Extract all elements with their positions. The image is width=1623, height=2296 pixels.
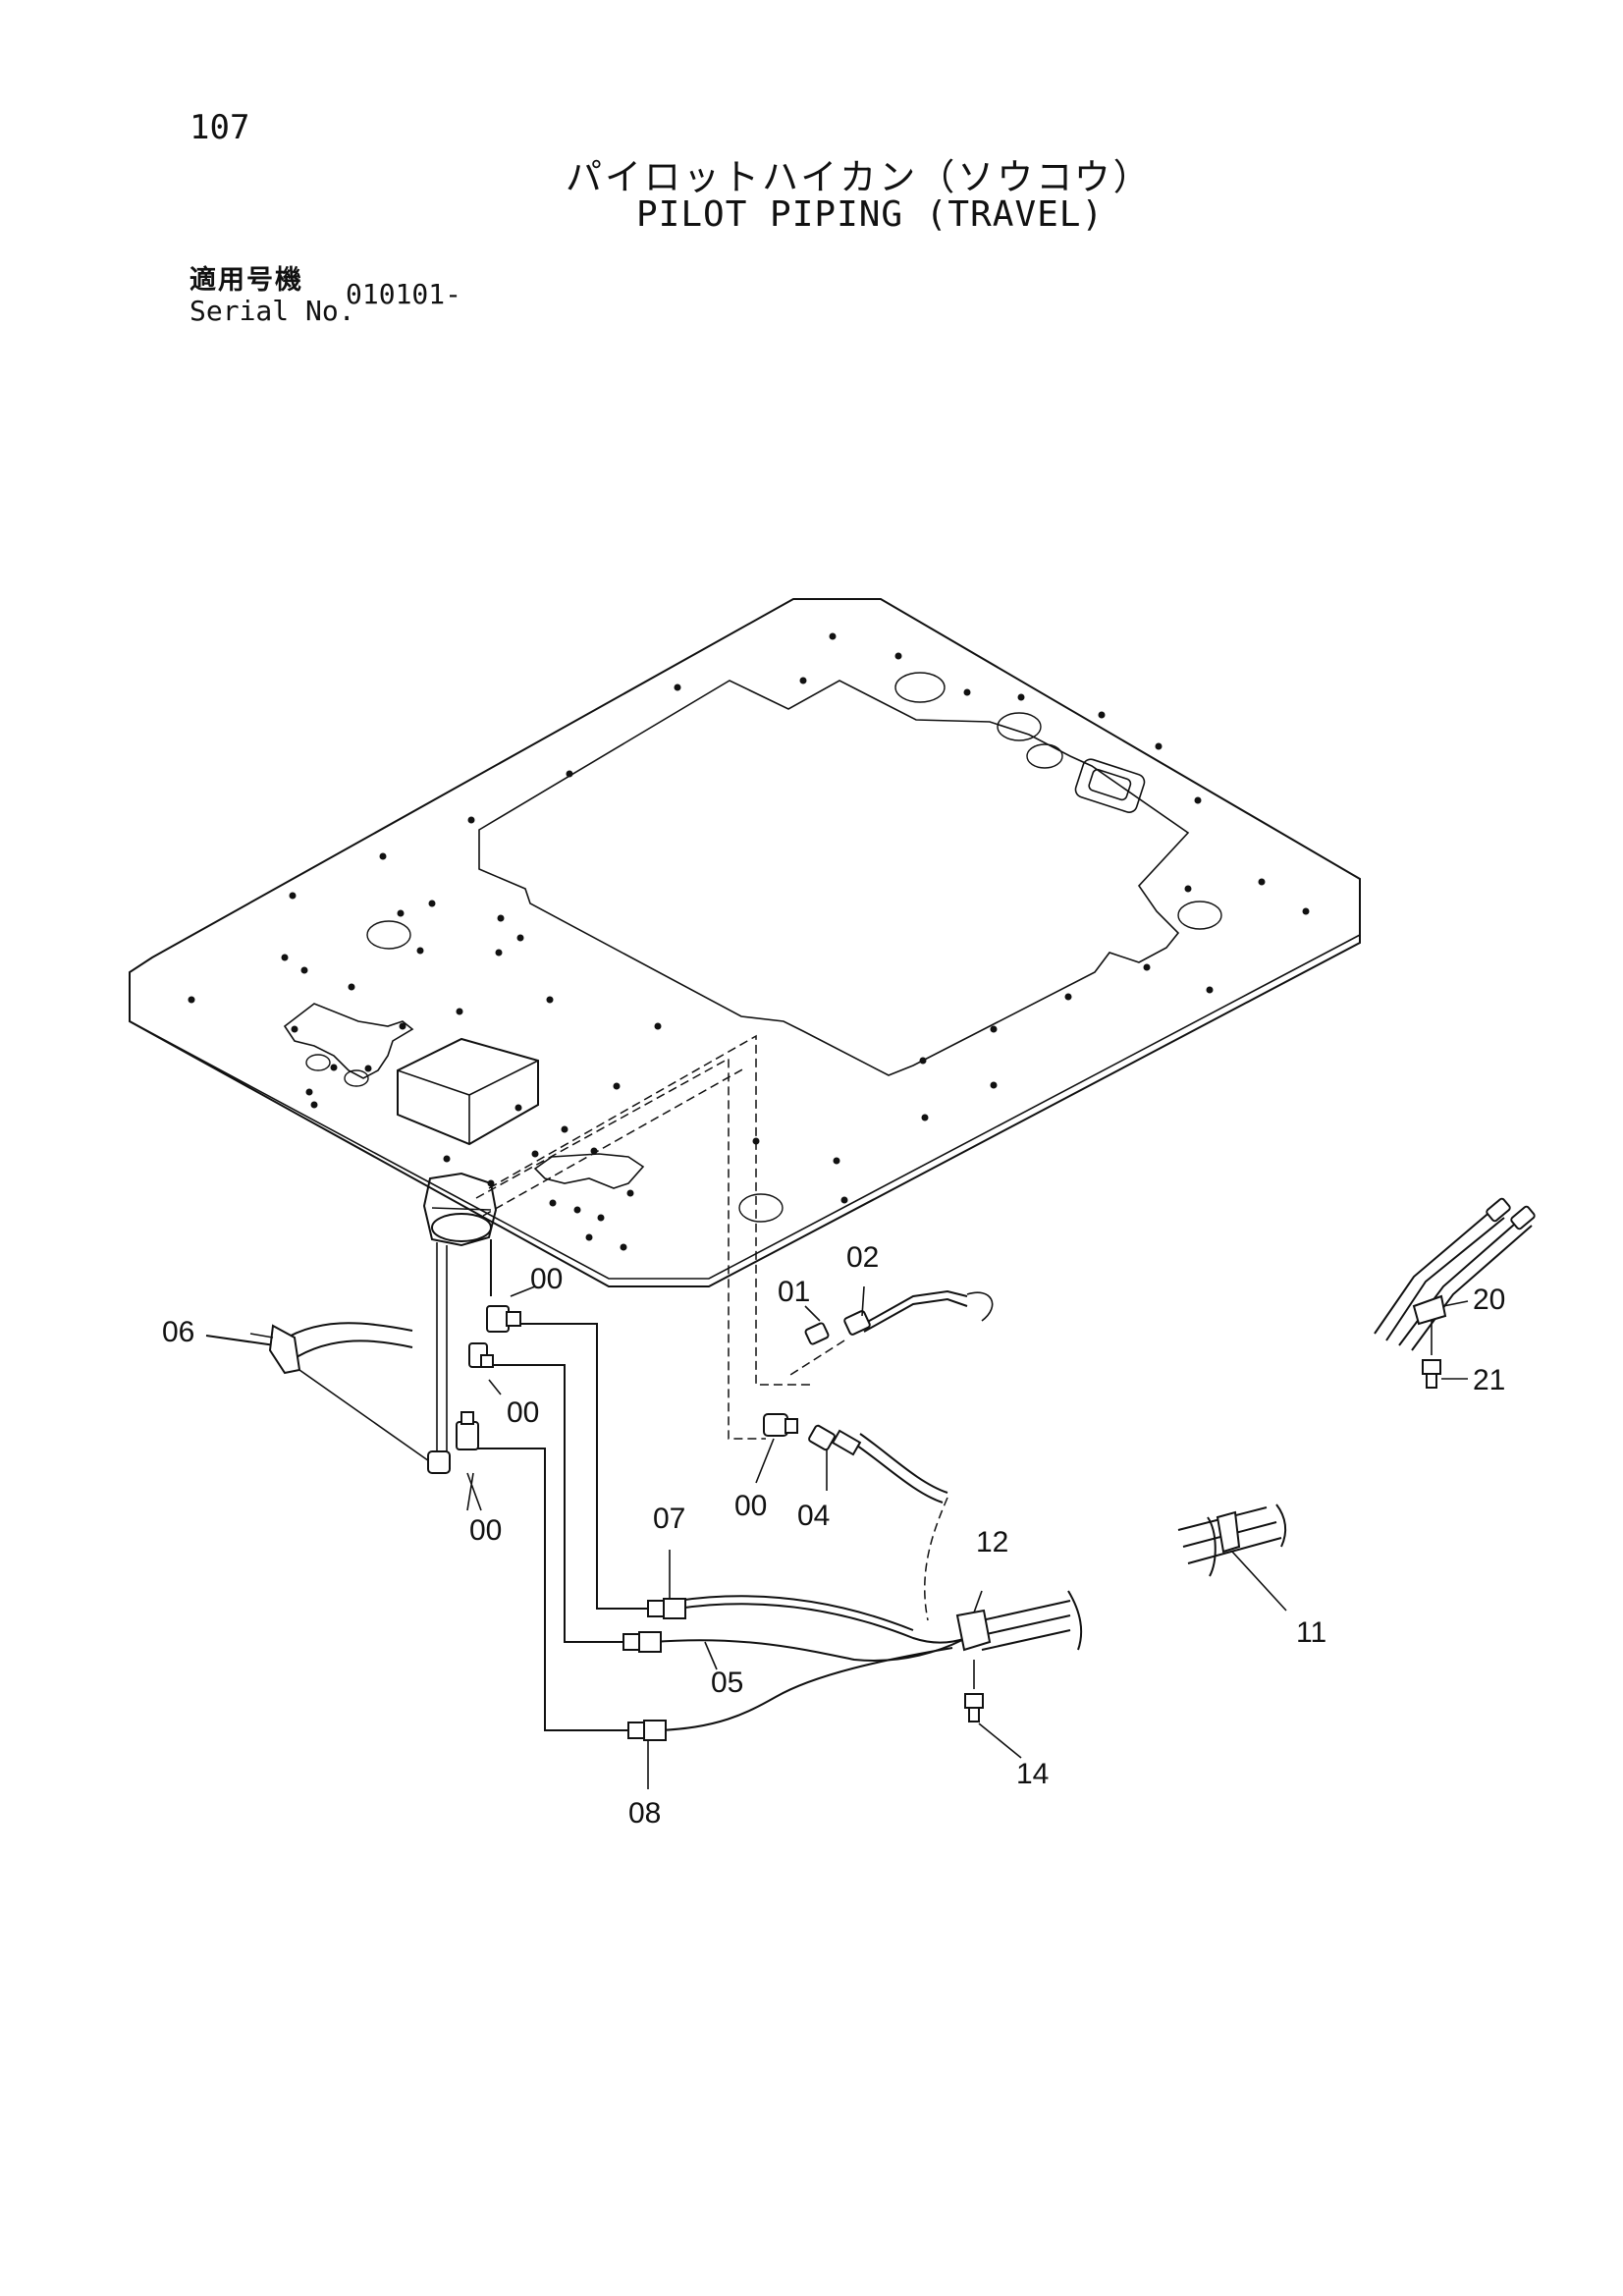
hidden-routing-lines bbox=[475, 1034, 810, 1440]
callout-02: 02 bbox=[846, 1241, 879, 1274]
callout-07: 07 bbox=[653, 1503, 685, 1535]
callout-05: 05 bbox=[711, 1667, 743, 1699]
callout-00-top: 00 bbox=[530, 1263, 563, 1295]
page-number: 107 bbox=[189, 108, 250, 147]
serial-label-japanese: 適用号機 bbox=[189, 265, 303, 296]
page-title-japanese: パイロットハイカン（ソウコウ） bbox=[566, 156, 1153, 198]
callout-08: 08 bbox=[628, 1797, 661, 1830]
leader-lines bbox=[249, 1285, 1469, 1789]
fittings bbox=[268, 1305, 992, 1741]
callout-00-middle: 00 bbox=[507, 1396, 539, 1429]
callout-00-right: 00 bbox=[734, 1490, 767, 1522]
serial-label: Serial No. bbox=[189, 295, 355, 327]
callout-20: 20 bbox=[1473, 1284, 1505, 1316]
inset-clamp-11 bbox=[1177, 1503, 1287, 1577]
serial-number-value: 010101- bbox=[346, 278, 462, 310]
callout-11: 11 bbox=[1296, 1616, 1326, 1649]
callout-12: 12 bbox=[976, 1526, 1008, 1558]
callout-04: 04 bbox=[797, 1500, 830, 1532]
page-title: PILOT PIPING (TRAVEL) bbox=[636, 194, 1105, 235]
callout-labels: 06 00 00 00 00 01 02 04 05 07 08 11 12 1… bbox=[162, 1241, 1505, 1830]
callout-00-bottom: 00 bbox=[469, 1514, 502, 1547]
floor-plate bbox=[129, 598, 1361, 1287]
inset-clamp-20 bbox=[1374, 1197, 1536, 1389]
pilot-valve-body bbox=[422, 1172, 498, 1473]
callout-21: 21 bbox=[1473, 1364, 1505, 1396]
callout-14: 14 bbox=[1016, 1758, 1049, 1790]
callout-06: 06 bbox=[162, 1316, 194, 1348]
callout-01: 01 bbox=[778, 1276, 810, 1308]
pipes bbox=[205, 1239, 1083, 1731]
